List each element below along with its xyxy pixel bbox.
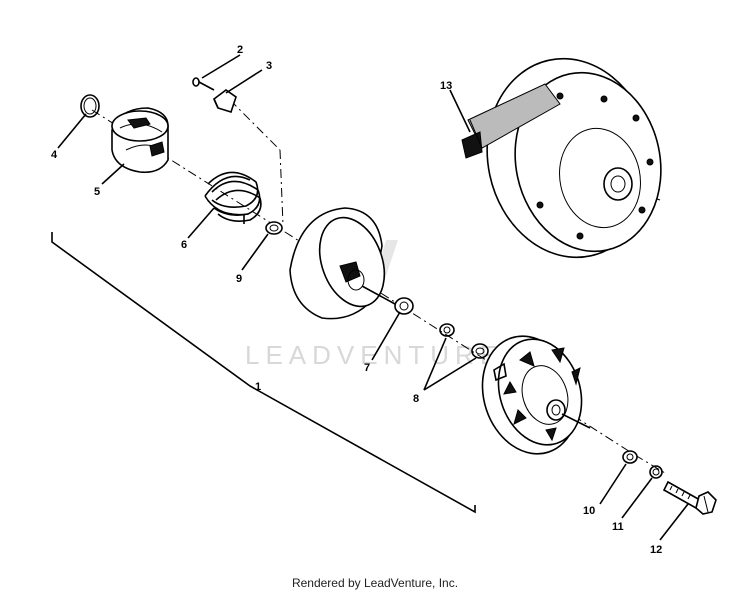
part-number-12: 12 [650,544,662,556]
part-number-7: 7 [364,362,370,374]
part-number-5: 5 [94,186,100,198]
footer-credit: Rendered by LeadVenture, Inc. [291,576,459,590]
part-number-1: 1 [255,381,261,393]
pulley-assembly [449,57,662,259]
assembly-bracket [51,232,476,514]
part-numbers: 1 2 3 4 5 6 7 8 9 10 11 12 13 [51,44,662,556]
part-number-10: 10 [583,505,595,517]
part-number-13: 13 [440,80,452,92]
snap-ring-part [80,94,100,118]
watermark-text: LEADVENTURE [245,340,503,370]
part-number-8: 8 [413,393,419,405]
leader-lines [57,54,689,541]
part-number-3: 3 [266,60,272,72]
pin-part [192,77,215,91]
part-number-4: 4 [51,149,58,161]
fixed-sheave [481,335,591,455]
lock-washer-part [649,465,663,479]
part-number-2: 2 [237,44,243,56]
bushing-part [394,297,414,315]
part-number-9: 9 [236,273,242,285]
bolt-part [662,480,717,515]
roller-part [213,89,237,113]
part-number-11: 11 [612,521,624,533]
movable-sheave [289,207,396,320]
washer-parts [439,323,489,359]
part-number-6: 6 [181,239,187,251]
spring-part [204,171,262,224]
spacer-part [265,221,283,235]
washer-part-10 [622,450,638,464]
cam-part [111,107,169,174]
